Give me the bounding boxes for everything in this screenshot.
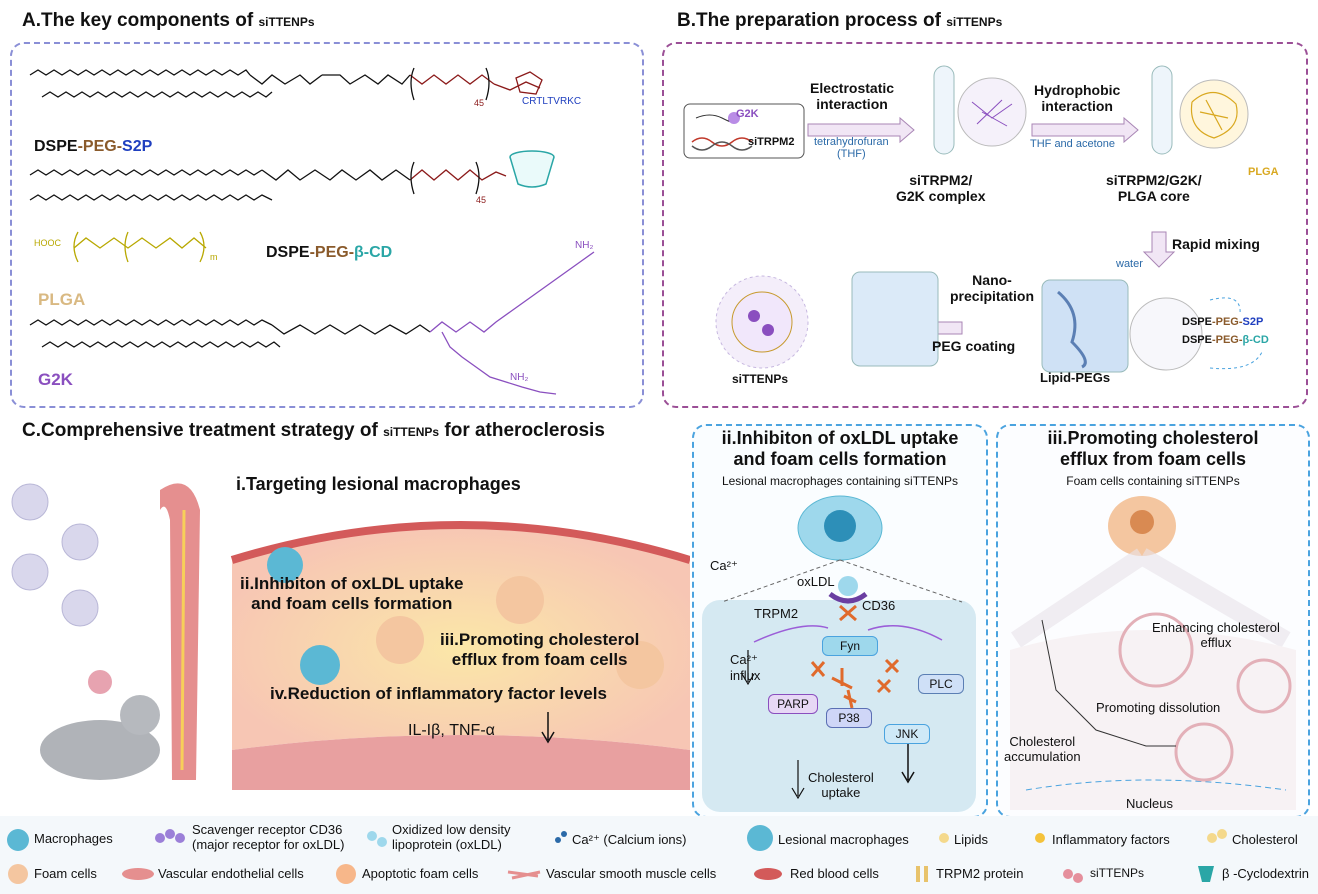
lipid-pegs-label: Lipid-PEGs (1040, 370, 1111, 385)
fyn-node: Fyn (822, 636, 878, 656)
plga-small: PLGA (1248, 166, 1279, 178)
panel-c-title-text: C.Comprehensive treatment strategy of (22, 420, 384, 441)
hydrophobic-label: Hydrophobic interaction (1034, 82, 1121, 114)
dspe-peg-bcd-label: DSPE-PEG-β-CD (266, 244, 392, 262)
legend-oxldl: Oxidized low density lipoprotein (oxLDL) (392, 822, 511, 852)
nucleus-label: Nucleus (1126, 796, 1173, 811)
n45-label-b: 45 (476, 195, 487, 205)
bcd-text: β-CD (354, 244, 393, 261)
panel-ii-subtitle: Lesional macrophages containing siTTENPs (721, 474, 959, 488)
dspe-bcd-b: DSPE-PEG-β-CD (1182, 334, 1269, 346)
panel-c-illustration (11, 483, 690, 790)
panel-b-title-text: B.The preparation process of (677, 10, 947, 31)
step-i-label: i.Targeting lesional macrophages (236, 474, 521, 494)
panel-a-structures (29, 67, 595, 395)
plc-node: PLC (918, 674, 964, 694)
complex-label: siTRPM2/ G2K complex (896, 172, 986, 204)
hooc-label: HOOC (34, 238, 61, 248)
panel-c-title-sub: siTTENPs (383, 425, 440, 439)
step-iv-label: iv.Reduction of inflammatory factor leve… (270, 684, 607, 703)
chol-uptake-label: Cholesterol uptake (808, 770, 874, 800)
accumulation-label: Cholesterol accumulation (1004, 734, 1081, 764)
panel-c-title-end: for atheroclerosis (439, 420, 605, 441)
parp-node: PARP (768, 694, 818, 714)
panel-ii-title: ii.Inhibiton of oxLDL uptake and foam ce… (721, 428, 959, 469)
panel-ii-illustration (702, 495, 976, 812)
legend-sittenps: siTTENPs (1090, 866, 1144, 880)
s2p-text: S2P (122, 138, 153, 155)
dspe-text: DSPE (266, 244, 310, 261)
sittenps-b-label: siTTENPs (732, 372, 789, 386)
dissolution-label: Promoting dissolution (1096, 700, 1221, 715)
cd36-label: CD36 (862, 598, 896, 613)
electrostatic-label: Electrostatic interaction (810, 80, 895, 112)
legend-endo: Vascular endothelial cells (158, 866, 304, 881)
step-iii-label: iii.Promoting cholesterol efflux from fo… (440, 630, 640, 669)
legend-smc: Vascular smooth muscle cells (546, 866, 717, 881)
water-label: water (1116, 258, 1143, 270)
dspe-text: DSPE (1182, 316, 1212, 328)
panel-b (662, 42, 1308, 408)
s2p-text: S2P (1242, 316, 1264, 328)
panel-a-title-text: A.The key components of (22, 10, 259, 31)
peg-text: -PEG- (309, 244, 355, 261)
panel-b-title-sub: siTTENPs (946, 15, 1003, 29)
panel-b-illustration (683, 65, 1263, 373)
cytokine-label: IL-Iβ, TNF-α (408, 722, 495, 739)
m-label: m (210, 252, 218, 262)
panel-b-title: B.The preparation process of siTTENPs (677, 10, 1002, 32)
rapid-mixing-label: Rapid mixing (1172, 236, 1260, 252)
legend-inflam: Inflammatory factors (1052, 832, 1170, 847)
step-ii-label: ii.Inhibiton of oxLDL uptake and foam ce… (240, 574, 464, 613)
plga-label: PLGA (38, 290, 86, 309)
panel-iii-title: iii.Promoting cholesterol efflux from fo… (1047, 428, 1259, 469)
legend-ca: Ca²⁺ (Calcium ions) (572, 832, 687, 847)
panel-a-title: A.The key components of siTTENPs (22, 10, 315, 32)
nano-precipitation-label: Nano- precipitation (950, 272, 1035, 304)
dspe-peg-s2p-label: DSPE-PEG-S2P (34, 138, 152, 156)
g2k-label: G2K (38, 370, 73, 389)
panel-iii-illustration (1010, 496, 1296, 810)
panel-c-title: C.Comprehensive treatment strategy of si… (22, 420, 605, 442)
oxldl-label: oxLDL (797, 574, 835, 589)
nh2-bottom-label: NH₂ (510, 372, 529, 383)
legend-macrophages: Macrophages (34, 831, 113, 846)
enhancing-label: Enhancing cholesterol efflux (1152, 620, 1280, 650)
peg-text: -PEG- (1211, 316, 1243, 328)
trpm2-label: TRPM2 (754, 606, 799, 621)
legend (0, 816, 1318, 894)
peg-text: -PEG- (77, 138, 123, 155)
legend-foam: Foam cells (34, 866, 97, 881)
peptide-label: CRTLTVRKC (522, 96, 582, 107)
g2k-small: G2K (736, 108, 759, 120)
dspe-text: DSPE (1182, 334, 1212, 346)
legend-lesional: Lesional macrophages (778, 832, 909, 847)
sitrpm2-small: siTRPM2 (748, 136, 795, 148)
nh2-top-label: NH₂ (575, 240, 594, 251)
panel-a (10, 42, 644, 408)
peg-text: -PEG- (1211, 334, 1243, 346)
ca-influx-label: Ca²⁺ influx (730, 652, 761, 683)
legend-cholesterol: Cholesterol (1232, 832, 1298, 847)
panel-iii-subtitle: Foam cells containing siTTENPs (1066, 474, 1240, 488)
legend-apoptotic: Apoptotic foam cells (362, 866, 479, 881)
peg-coating-label: PEG coating (932, 338, 1016, 354)
legend-trpm2: TRPM2 protein (936, 866, 1024, 881)
n45-label-a: 45 (474, 98, 485, 108)
legend-bcd: β -Cyclodextrin (1222, 866, 1309, 881)
thf-acetone-label: THF and acetone (1030, 138, 1115, 150)
legend-lipids: Lipids (954, 832, 988, 847)
legend-rbc: Red blood cells (790, 866, 879, 881)
ca-label: Ca²⁺ (710, 558, 738, 573)
legend-cd36: Scavenger receptor CD36 (major receptor … (192, 822, 345, 852)
jnk-node: JNK (884, 724, 930, 744)
thf-label: tetrahydrofuran (THF) (814, 136, 889, 160)
dspe-s2p-b: DSPE-PEG-S2P (1182, 316, 1263, 328)
bcd-text: β-CD (1242, 334, 1269, 346)
dspe-text: DSPE (34, 138, 78, 155)
p38-node: P38 (826, 708, 872, 728)
legend-icons (7, 825, 1227, 884)
panel-a-title-sub: siTTENPs (258, 15, 315, 29)
core-label: siTRPM2/G2K/ PLGA core (1106, 172, 1202, 204)
